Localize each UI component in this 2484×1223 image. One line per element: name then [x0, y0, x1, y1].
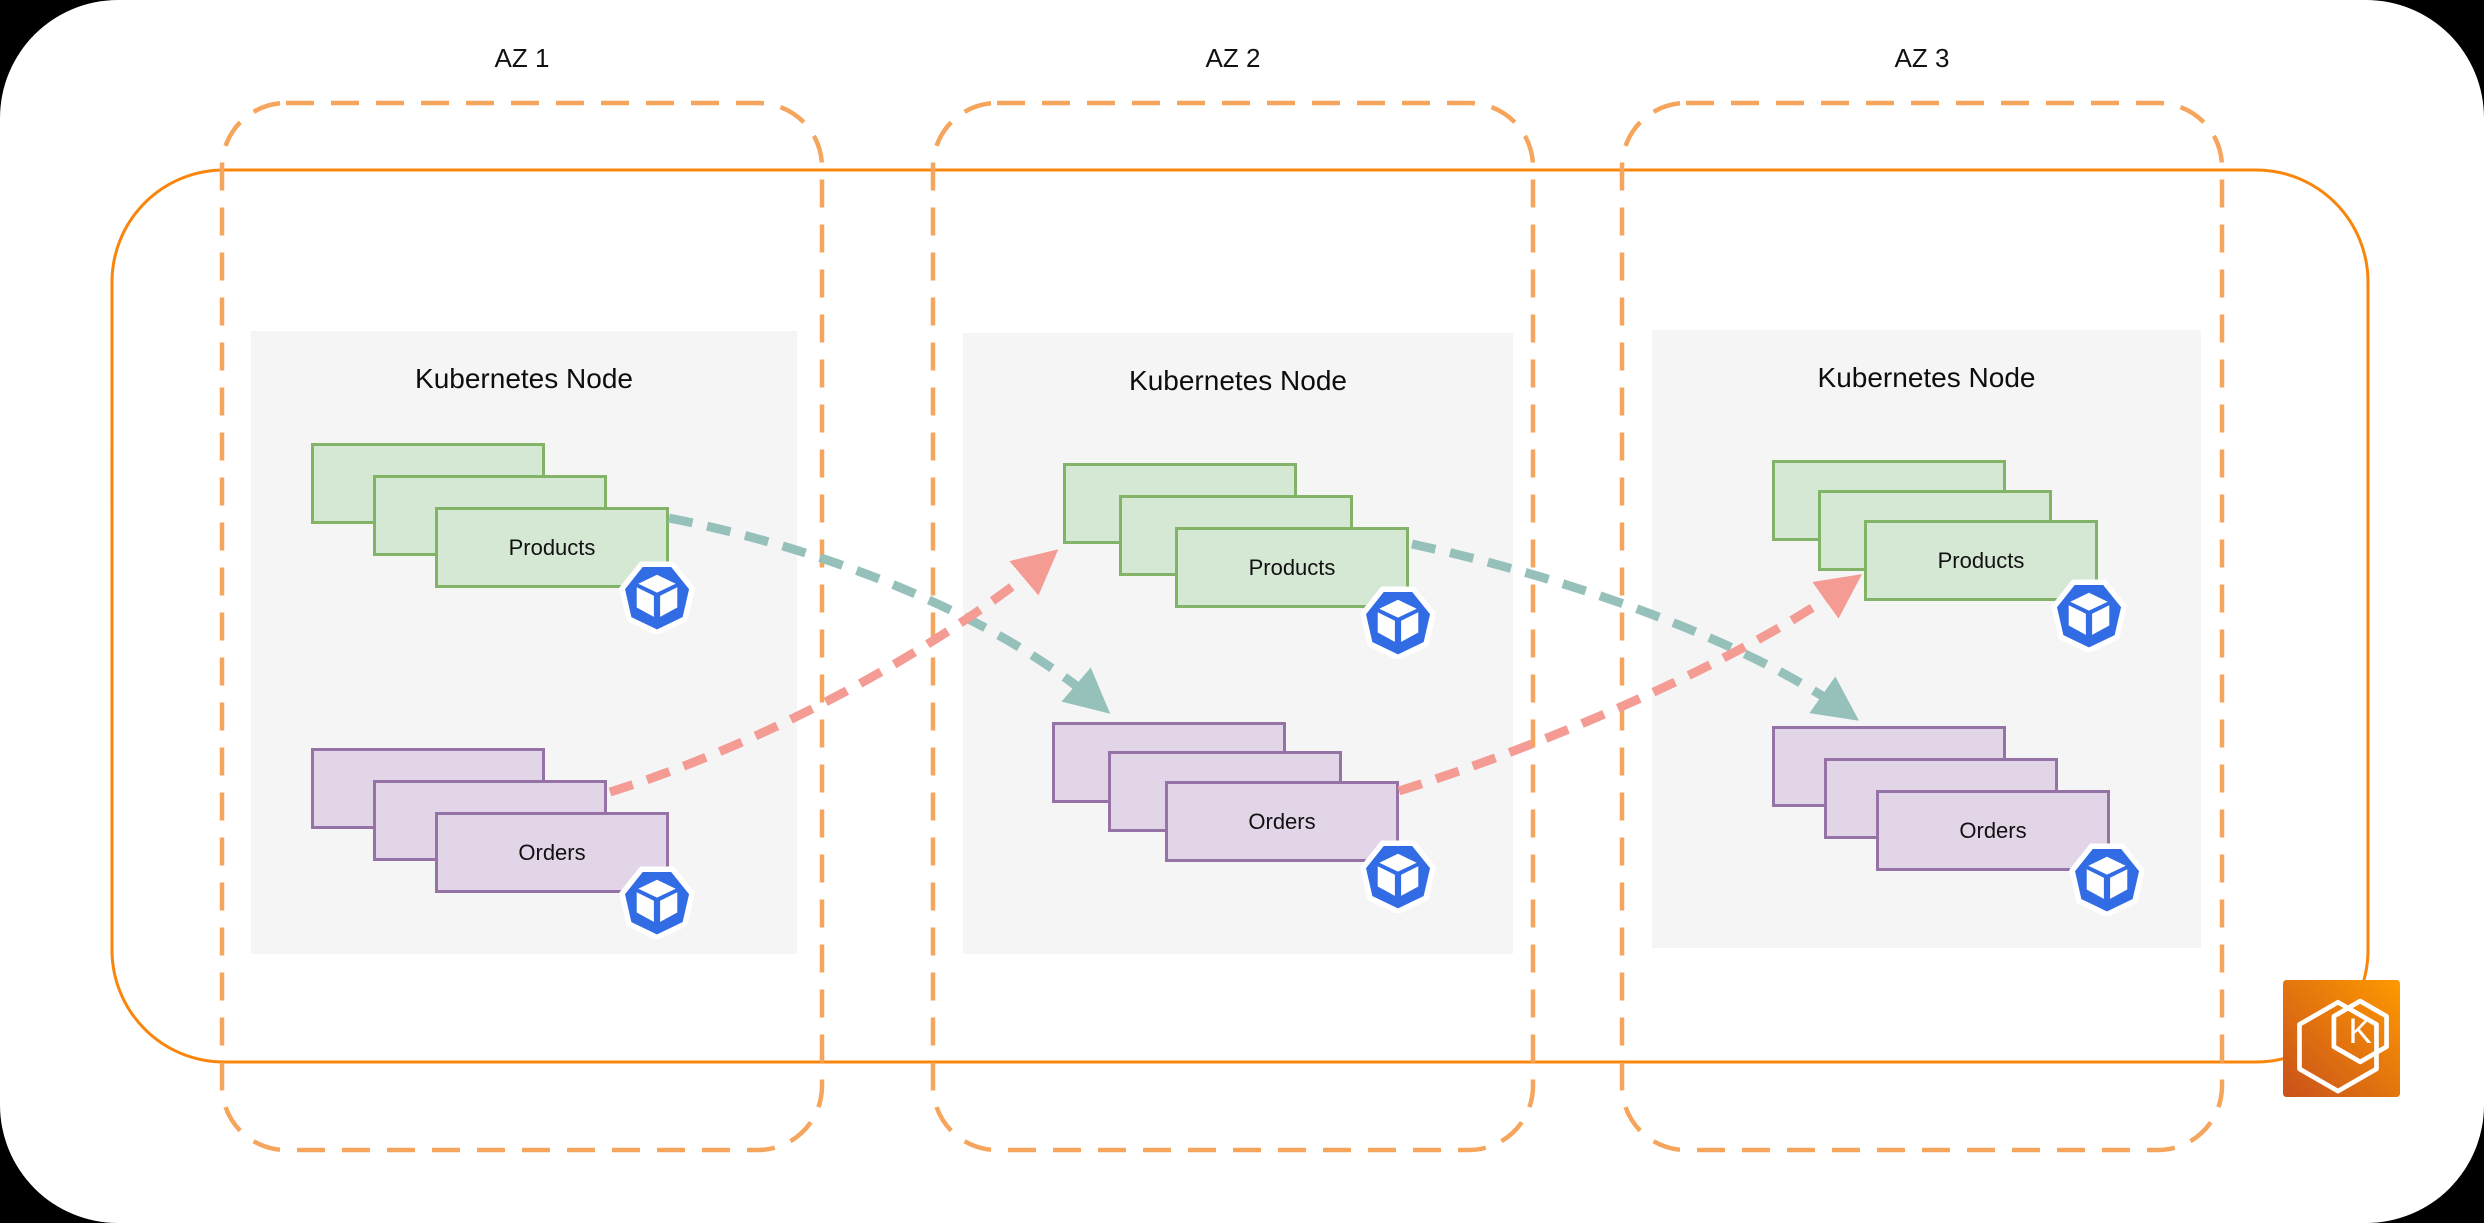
arrow-az2-products-to-az3-orders — [1411, 539, 1860, 721]
node-title: Kubernetes Node — [415, 363, 633, 394]
az3-label: AZ 3 — [1894, 43, 1950, 73]
orders-label: Orders — [1959, 817, 2027, 843]
orders-label: Orders — [1248, 808, 1316, 834]
eks-outer-hexagon — [2297, 999, 2379, 1094]
products-deployment: Products — [1175, 527, 1409, 608]
arrow-az2-orders-to-az3-products — [1397, 574, 1862, 796]
node-title: Kubernetes Node — [1817, 362, 2036, 393]
eks-cluster-border — [110, 168, 2370, 1064]
az2-label: AZ 2 — [1205, 43, 1261, 73]
products-label: Products — [508, 534, 596, 560]
az3-border — [1619, 100, 2225, 1153]
eks-letter: K — [2349, 1012, 2372, 1051]
kubernetes-pod-icon — [619, 561, 695, 634]
orders-deployment: Orders — [1165, 781, 1399, 862]
kubernetes-pod-icon — [1360, 840, 1436, 913]
products-label: Products — [1248, 554, 1336, 580]
az1-label: AZ 1 — [494, 43, 550, 73]
arrow-az1-orders-to-az2-products — [608, 549, 1059, 797]
arrow-az1-products-to-az2-orders — [668, 513, 1111, 714]
products-deployment: Products — [435, 507, 669, 588]
products-deployment: Products — [1864, 520, 2098, 601]
kubernetes-pod-icon — [2069, 843, 2145, 916]
node-title: Kubernetes Node — [1129, 365, 1347, 396]
az1-border — [219, 100, 825, 1153]
availability-zone-1: AZ 1 Kubernetes Node Products Orders — [222, 43, 822, 1150]
availability-zone-3: AZ 3 Kubernetes Node Products Orders — [1622, 43, 2222, 1150]
orders-deployment: Orders — [1876, 790, 2110, 871]
kubernetes-pod-icon — [1360, 586, 1436, 659]
kubernetes-pod-icon — [619, 866, 695, 939]
eks-icon: K — [2283, 980, 2400, 1097]
kubernetes-pod-icon — [2051, 579, 2127, 652]
az2-border — [930, 100, 1536, 1153]
orders-label: Orders — [518, 839, 586, 865]
products-label: Products — [1937, 547, 2025, 573]
availability-zone-2: AZ 2 Kubernetes Node Products Orders — [933, 43, 1533, 1150]
eks-inner-hexagon — [2331, 998, 2389, 1065]
